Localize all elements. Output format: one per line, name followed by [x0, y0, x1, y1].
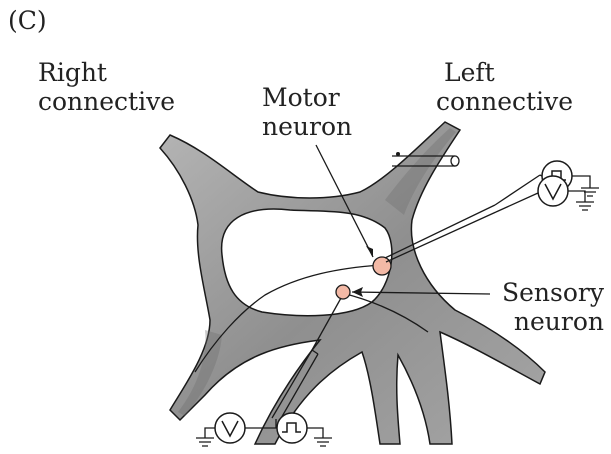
sensory-neuron-label-line2: neuron: [486, 307, 604, 336]
sensory-neuron-label-line1: Sensory: [486, 278, 604, 307]
right-connective-label-line1: Right: [38, 58, 175, 87]
sensory-neuron-label: Sensory neuron: [486, 278, 604, 336]
left-connective-label: Left connective: [436, 58, 596, 116]
right-connective-label: Right connective: [38, 58, 175, 116]
left-connective-label-line2: connective: [436, 87, 596, 116]
right-connective-label-line2: connective: [38, 87, 175, 116]
stimulator-bottom: [276, 413, 332, 446]
motor-neuron-body: [373, 257, 391, 275]
left-connective-label-line1: Left: [436, 58, 596, 87]
panel-label: (C): [8, 6, 47, 35]
motor-neuron-label: Motor neuron: [262, 83, 352, 141]
sensory-neuron-body: [336, 285, 350, 299]
motor-neuron-arrowhead: [366, 246, 373, 257]
motor-neuron-label-line2: neuron: [262, 112, 352, 141]
motor-neuron-label-line1: Motor: [262, 83, 352, 112]
